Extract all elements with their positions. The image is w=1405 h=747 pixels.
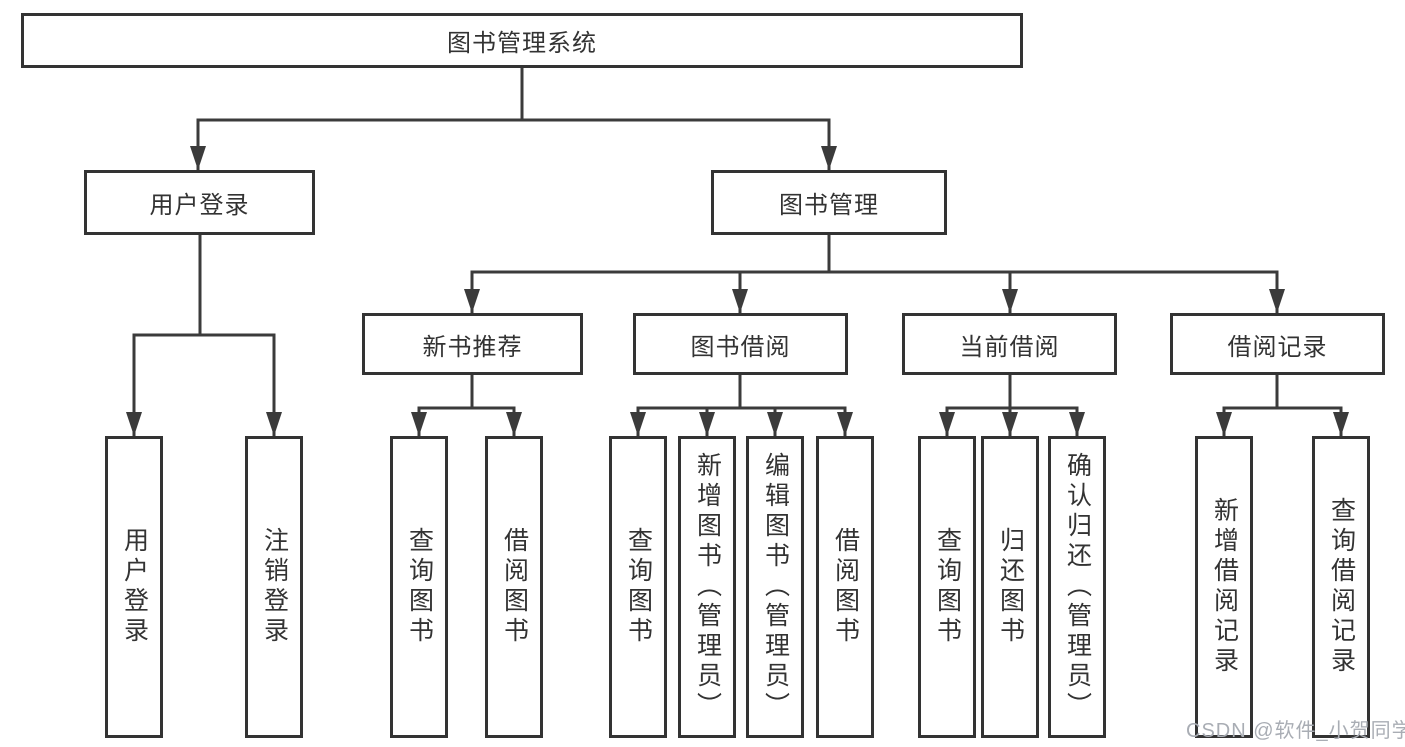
arrow-down-icon bbox=[732, 289, 748, 313]
connector-borrowrecords-to-leaves bbox=[1222, 375, 1343, 436]
connector-root-to-level2 bbox=[196, 68, 831, 170]
node-label: 借阅图书 bbox=[500, 527, 529, 647]
node-book-borrowing: 图书借阅 bbox=[633, 313, 848, 375]
leaf-bb-borrow-books: 借阅图书 bbox=[816, 436, 874, 738]
arrow-down-icon bbox=[630, 412, 646, 436]
node-user-login: 用户登录 bbox=[84, 170, 315, 235]
leaf-nbr-borrow-books: 借阅图书 bbox=[485, 436, 543, 738]
node-label: 新增借阅记录 bbox=[1210, 497, 1239, 677]
leaf-cb-return-books: 归还图书 bbox=[981, 436, 1039, 738]
arrow-down-icon bbox=[837, 412, 853, 436]
node-label: 借阅图书 bbox=[831, 527, 860, 647]
arrow-down-icon bbox=[699, 412, 715, 436]
node-label: 查询借阅记录 bbox=[1327, 497, 1356, 677]
leaf-bb-edit-books-admin: 编辑图书（管理员） bbox=[746, 436, 804, 738]
arrow-down-icon bbox=[1216, 412, 1232, 436]
leaf-cb-query-books: 查询图书 bbox=[918, 436, 976, 738]
node-label: 查询图书 bbox=[933, 527, 962, 647]
node-label: 查询图书 bbox=[624, 527, 653, 647]
arrow-down-icon bbox=[506, 412, 522, 436]
leaf-br-query-record: 查询借阅记录 bbox=[1312, 436, 1370, 738]
arrow-down-icon bbox=[1002, 412, 1018, 436]
connector-newbookrec-to-leaves bbox=[417, 375, 516, 436]
leaf-bb-add-books-admin: 新增图书（管理员） bbox=[678, 436, 736, 738]
connector-userlogin-to-leaves bbox=[132, 235, 276, 436]
node-new-book-recommend: 新书推荐 bbox=[362, 313, 583, 375]
arrow-down-icon bbox=[1269, 289, 1285, 313]
arrow-down-icon bbox=[411, 412, 427, 436]
node-current-borrowing: 当前借阅 bbox=[902, 313, 1117, 375]
arrow-down-icon bbox=[266, 412, 282, 436]
node-label: 用户登录 bbox=[149, 192, 250, 219]
connector-bookborrow-to-leaves bbox=[636, 375, 847, 436]
connector-lines bbox=[132, 68, 1343, 436]
node-label: 新书推荐 bbox=[422, 333, 523, 361]
arrow-down-icon bbox=[126, 412, 142, 436]
watermark: CSDN @软件_小贺同学 bbox=[1186, 720, 1405, 742]
arrow-down-icon bbox=[1333, 412, 1349, 436]
leaf-nbr-query-books: 查询图书 bbox=[390, 436, 448, 738]
arrow-down-icon bbox=[939, 412, 955, 436]
node-label: 新增图书（管理员） bbox=[693, 452, 722, 722]
arrow-down-icon bbox=[821, 146, 837, 170]
connector-bookmgmt-to-level3 bbox=[470, 235, 1279, 313]
node-book-management: 图书管理 bbox=[711, 170, 947, 235]
leaf-cb-confirm-return-admin: 确认归还（管理员） bbox=[1048, 436, 1106, 738]
leaf-logout-login: 注销登录 bbox=[245, 436, 303, 738]
leaf-user-login: 用户登录 bbox=[105, 436, 163, 738]
node-label: 当前借阅 bbox=[959, 333, 1060, 361]
leaf-bb-query-books: 查询图书 bbox=[609, 436, 667, 738]
node-label: 用户登录 bbox=[120, 527, 149, 647]
node-label: 图书借阅 bbox=[690, 333, 791, 361]
node-borrowing-records: 借阅记录 bbox=[1170, 313, 1385, 375]
leaf-br-add-record: 新增借阅记录 bbox=[1195, 436, 1253, 738]
arrow-down-icon bbox=[1069, 412, 1085, 436]
node-book-management-system: 图书管理系统 bbox=[21, 13, 1023, 68]
arrowheads bbox=[126, 146, 1349, 436]
node-label: 图书管理系统 bbox=[447, 30, 597, 57]
node-label: 归还图书 bbox=[996, 527, 1025, 647]
node-label: 借阅记录 bbox=[1227, 333, 1328, 361]
arrow-down-icon bbox=[464, 289, 480, 313]
node-label: 图书管理 bbox=[779, 192, 879, 219]
node-label: 查询图书 bbox=[405, 527, 434, 647]
node-label: 确认归还（管理员） bbox=[1063, 452, 1092, 722]
arrow-down-icon bbox=[190, 146, 206, 170]
node-label: 注销登录 bbox=[260, 527, 289, 647]
node-label: 编辑图书（管理员） bbox=[761, 452, 790, 722]
arrow-down-icon bbox=[767, 412, 783, 436]
arrow-down-icon bbox=[1002, 289, 1018, 313]
